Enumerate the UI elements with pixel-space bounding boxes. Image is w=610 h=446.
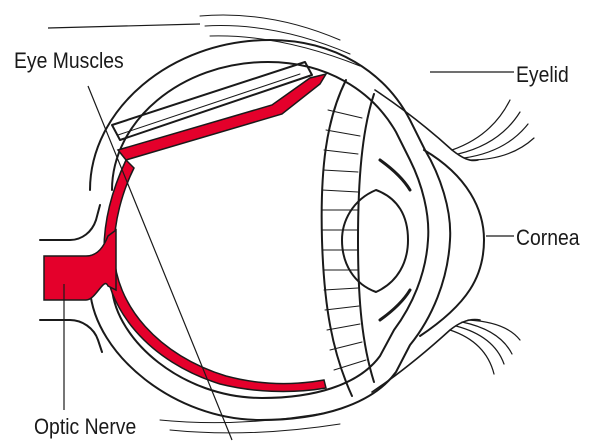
iris-upper: [380, 160, 410, 190]
lower-eyelashes: [450, 320, 520, 374]
iris-lower: [380, 290, 410, 320]
eyelid-upper: [375, 90, 478, 161]
retina-upper: [118, 74, 326, 160]
retina-side: [104, 160, 326, 391]
pointer-eye-muscles-upper: [48, 24, 200, 28]
upper-eyelashes: [452, 100, 534, 160]
ciliary-body-inner: [358, 94, 374, 382]
ciliary-striations: [322, 110, 366, 370]
label-eye-muscles: Eye Muscles: [14, 48, 124, 74]
sclera-outer: [90, 40, 450, 420]
label-optic-nerve: Optic Nerve: [34, 414, 136, 440]
label-cornea: Cornea: [516, 225, 579, 251]
eyelid-lower: [372, 319, 480, 392]
cornea: [420, 150, 484, 336]
label-eyelid: Eyelid: [516, 62, 569, 88]
lens: [342, 190, 408, 292]
